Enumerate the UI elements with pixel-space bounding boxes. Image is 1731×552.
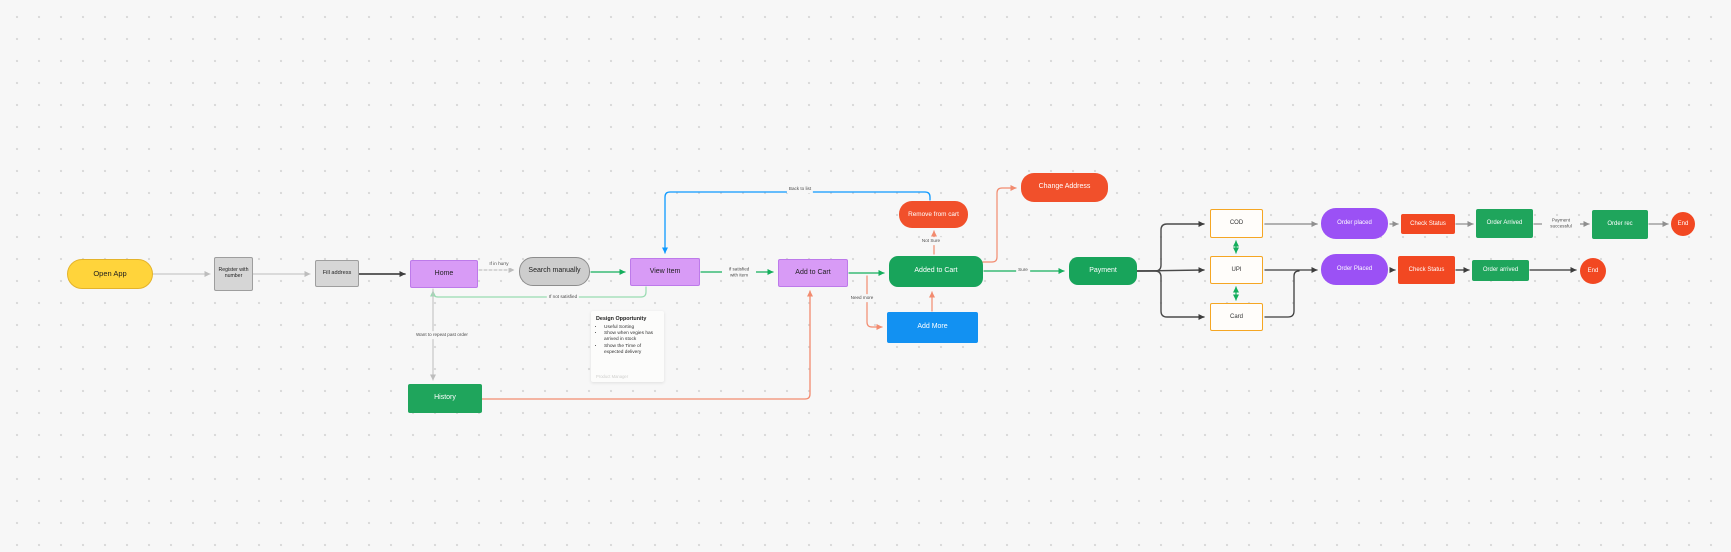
node-payment-label: Payment [1089,266,1117,274]
edge-label-back-to-list[interactable]: Back to list [786,185,814,193]
node-card-label: Card [1229,313,1243,320]
edge-label-sure[interactable]: Sure [1016,266,1030,274]
edge-card-merge [1264,270,1300,318]
design-opportunity-note[interactable]: Design Opportunity Useful Sorting Show w… [591,311,664,382]
note-author: Product Manager [596,374,629,379]
node-view-item-label: View Item [649,267,681,275]
edge-label-payment-successful[interactable]: Payment successful [1542,216,1580,230]
edge-label-if-satisfied-with-item[interactable]: If satisfied with item [722,265,756,279]
node-added-to-cart-label: Added to Cart [914,267,958,275]
edge-addedtocart-addmore [866,275,883,330]
node-change-address[interactable]: Change Address [1021,173,1108,202]
edge-label-need-more[interactable]: Need more [848,294,876,302]
node-check-status-top-label: Check Status [1410,220,1446,227]
edge-history-addtocart [481,290,813,400]
node-search-manually[interactable]: Search manually [519,257,590,286]
node-search-manually-label: Search manually [528,267,581,275]
node-order-placed-top-label: Order placed [1337,220,1372,227]
node-remove-from-cart-label: Remove from cart [908,210,959,218]
node-order-arrived-bottom[interactable]: Order arrived [1472,260,1529,281]
note-title: Design Opportunity [596,316,647,322]
node-payment[interactable]: Payment [1069,257,1137,285]
node-end-bottom-label: End [1587,267,1599,274]
node-add-to-cart[interactable]: Add to Cart [778,259,848,287]
node-add-to-cart-label: Add to Cart [795,268,831,276]
node-check-status-bottom[interactable]: Check Status [1398,256,1455,284]
node-fill-address-label: Fill address [322,270,352,277]
node-added-to-cart[interactable]: Added to Cart [889,256,983,287]
node-register-with-number[interactable]: Register with number [214,257,253,291]
node-home[interactable]: Home [410,260,478,288]
node-history-label: History [434,394,456,402]
node-add-more-label: Add More [917,323,948,331]
node-check-status-bottom-label: Check Status [1408,266,1445,273]
node-view-item[interactable]: View Item [630,258,700,286]
node-end-bottom[interactable]: End [1580,258,1606,284]
note-bullet: Show when vegies has arrived in stock [604,331,660,343]
node-cod[interactable]: COD [1210,209,1263,238]
node-order-placed-bottom[interactable]: Order Placed [1321,254,1388,285]
node-order-rec[interactable]: Order rec [1592,210,1648,239]
edge-payment-card [1136,270,1205,320]
node-order-arrived-top[interactable]: Order Arrived [1476,209,1533,238]
edge-addedtocart-changeaddress [982,185,1017,263]
node-upi-label: UPI [1231,266,1242,273]
edge-viewitem-home-return [430,286,647,298]
node-order-placed-top[interactable]: Order placed [1321,208,1388,239]
edge-label-if-not-satisfied[interactable]: If not satisfied [546,293,580,301]
node-home-label: Home [434,269,454,277]
note-bullet: Useful Sorting [604,325,660,331]
node-open-app[interactable]: Open App [67,259,153,289]
edge-payment-cod [1136,221,1205,272]
node-fill-address[interactable]: Fill address [315,260,359,287]
node-order-rec-label: Order rec [1607,221,1633,228]
node-check-status-top[interactable]: Check Status [1401,214,1455,234]
node-add-more[interactable]: Add More [887,312,978,343]
node-history[interactable]: History [408,384,482,413]
node-end-top-label: End [1677,220,1689,227]
edge-label-want-to-repeat[interactable]: Want to repeat past order [414,331,470,339]
node-end-top[interactable]: End [1671,212,1695,236]
note-bullet-list: Useful Sorting Show when vegies has arri… [596,325,660,356]
note-bullet: Show the Time of expected delivery [604,344,660,356]
node-order-arrived-bottom-label: Order arrived [1482,267,1519,274]
node-card[interactable]: Card [1210,303,1263,331]
node-cod-label: COD [1229,220,1244,227]
node-register-label: Register with number [218,267,249,279]
edge-removefromcart-viewitem [662,191,931,254]
node-open-app-label: Open App [93,268,127,278]
node-change-address-label: Change Address [1038,183,1091,191]
node-order-arrived-top-label: Order Arrived [1486,220,1523,227]
edge-label-not-sure[interactable]: Not Sure [919,237,943,245]
node-order-placed-bottom-label: Order Placed [1336,266,1373,273]
node-remove-from-cart[interactable]: Remove from cart [899,201,968,228]
node-upi[interactable]: UPI [1210,256,1263,284]
edge-label-if-in-hurry[interactable]: If in hurry [487,260,511,268]
